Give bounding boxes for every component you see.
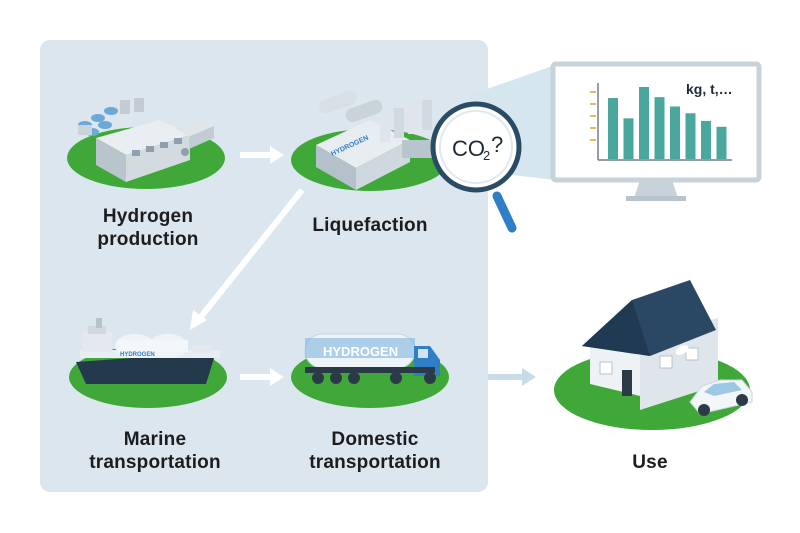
monitor-units-text: kg, t,… [686,81,733,97]
label-domestic-line1: Domestic [331,429,419,450]
monitor-bar [701,120,711,159]
label-domestic-transportation: Domestic transportation [285,428,465,474]
label-marine-line1: Marine [123,429,187,450]
arrow-marine-to-domestic [240,368,284,386]
label-liquefaction: Liquefaction [312,215,428,236]
monitor-bar [654,97,665,159]
truck-icon: HYDROGEN [304,333,440,384]
label-hydrogen-production-line2: production [97,229,199,250]
label-hydrogen-production: Hydrogen production [78,205,218,251]
monitor-bar-chart [608,87,727,159]
monitor-bar [716,126,727,159]
label-use: Use [632,452,668,473]
label-hydrogen-production-line1: Hydrogen [102,206,194,227]
label-marine-line2: transportation [89,452,221,473]
car-icon [689,379,753,416]
truck-hydrogen-text: HYDROGEN [323,344,398,359]
factory-icon [78,98,214,182]
monitor-bar [608,98,618,159]
monitor-bar [685,113,696,159]
magnifier-sub-text: 2 [483,148,490,163]
magnifier-icon: CO 2 ? [430,101,522,233]
monitor-icon: kg, t,… [550,61,762,201]
magnifier-co-text: CO [452,136,485,161]
ship-icon: HYDROGEN [76,318,220,384]
label-marine-transportation: Marine transportation [70,428,240,474]
monitor-y-ticks [590,91,596,141]
arrow-production-to-liquefaction [240,146,284,164]
house-icon [582,280,718,410]
monitor-bar [623,118,634,159]
magnifier-question-text: ? [491,132,503,157]
arrow-liquefaction-to-marine [190,188,305,330]
monitor-bar [639,87,649,159]
ship-hydrogen-text: HYDROGEN [120,352,155,358]
arrow-domestic-to-use [488,368,536,386]
label-domestic-line2: transportation [309,452,441,473]
monitor-bar [670,106,680,159]
liquefaction-plant-icon: HYDROGEN [316,90,432,190]
